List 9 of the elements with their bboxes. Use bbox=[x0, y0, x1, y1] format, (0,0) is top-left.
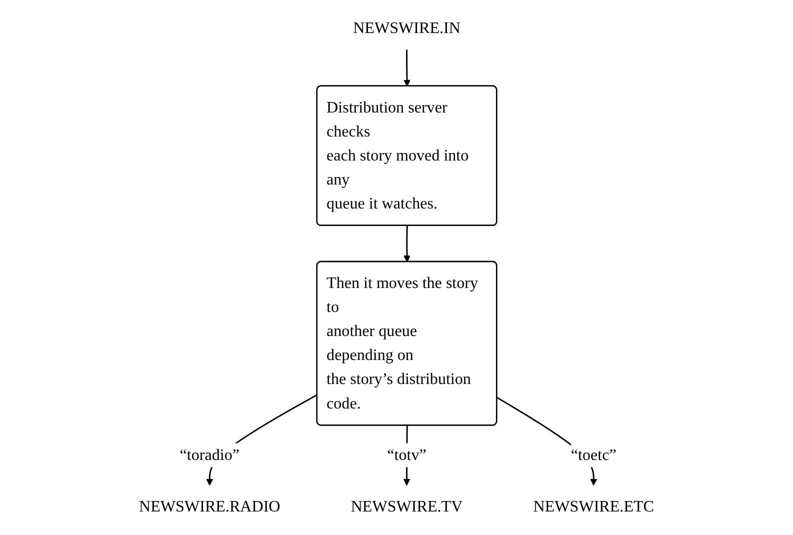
node-text: NEWSWIRE.ETC bbox=[533, 498, 654, 516]
arrow bbox=[403, 50, 411, 87]
node-text: NEWSWIRE.TV bbox=[350, 498, 463, 516]
edge-label: “totv” bbox=[387, 446, 426, 464]
arrow bbox=[403, 226, 411, 262]
node-text: NEWSWIRE.RADIO bbox=[139, 498, 280, 516]
edge-label: “toetc” bbox=[570, 446, 616, 464]
edge-label: “toradio” bbox=[180, 446, 240, 464]
node-text: NEWSWIRE.IN bbox=[353, 19, 460, 37]
